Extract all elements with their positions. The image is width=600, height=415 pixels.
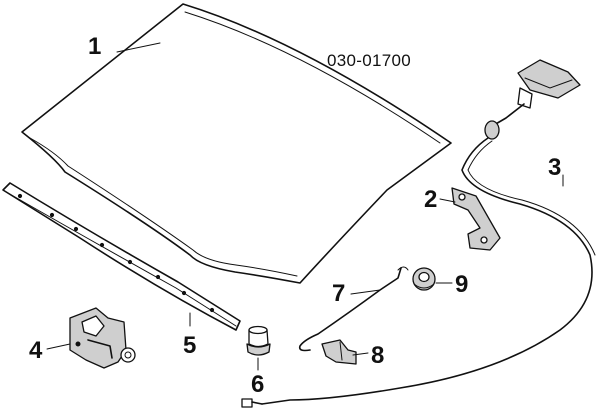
callout-5: 5 bbox=[183, 332, 196, 359]
leader-4 bbox=[46, 343, 71, 350]
callout-1: 1 bbox=[88, 33, 101, 60]
callout-2: 2 bbox=[424, 186, 437, 213]
hood-seal-strip bbox=[2, 182, 241, 331]
hood-latch bbox=[69, 307, 136, 369]
prop-rod-holder bbox=[321, 339, 357, 365]
prop-rod-grommet bbox=[412, 267, 436, 291]
hood-release-cable bbox=[241, 59, 596, 408]
reference-code: 030-01700 bbox=[327, 51, 411, 70]
callout-8: 8 bbox=[371, 342, 384, 369]
hood-bumper bbox=[246, 325, 271, 356]
callout-4: 4 bbox=[29, 337, 43, 364]
leader-8 bbox=[352, 352, 369, 356]
callout-6: 6 bbox=[251, 371, 264, 398]
leader-2 bbox=[439, 198, 456, 203]
leader-1 bbox=[116, 42, 161, 53]
callout-7: 7 bbox=[332, 280, 345, 307]
callout-3: 3 bbox=[548, 154, 561, 181]
leader-7 bbox=[350, 289, 381, 295]
callout-9: 9 bbox=[455, 271, 468, 298]
hood-panel bbox=[21, 3, 452, 284]
hood-prop-rod bbox=[298, 266, 409, 352]
cable-bracket bbox=[451, 187, 501, 251]
